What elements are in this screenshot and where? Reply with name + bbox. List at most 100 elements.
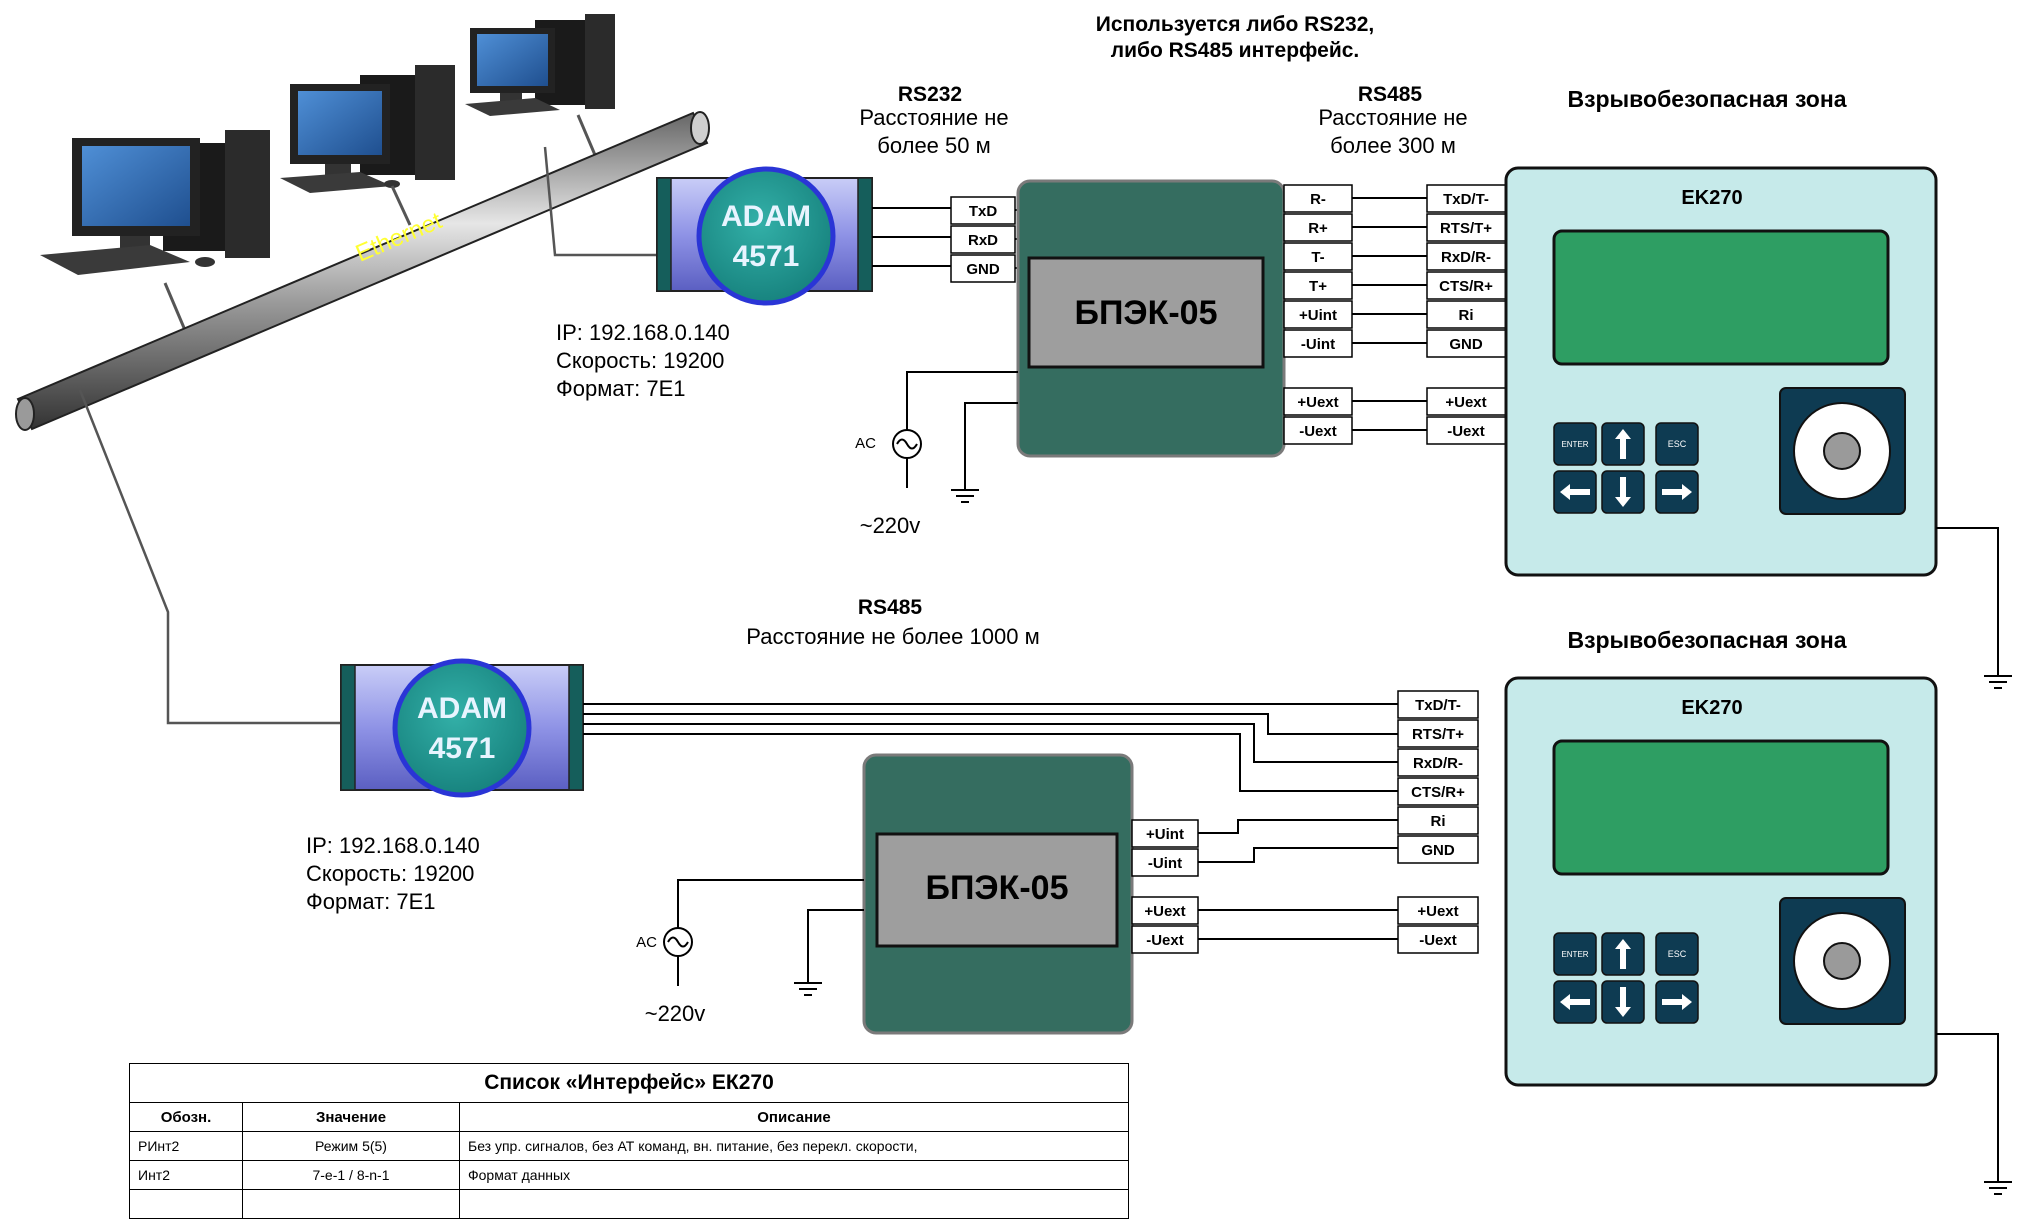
upper-zone-title: Взрывобезопасная зона (1567, 86, 1846, 112)
arrow-up-icon (1615, 429, 1631, 459)
lower-rs485-title: RS485 (858, 596, 923, 619)
upper-ek-term: GND (1449, 336, 1483, 353)
upper-bpek-term: T+ (1309, 278, 1327, 295)
table-cell: РИнт2 (129, 1131, 243, 1161)
upper-adam-speed: Скорость: 19200 (556, 348, 724, 373)
upper-ek-title: EK270 (1681, 187, 1742, 209)
arrow-right-icon (1662, 484, 1692, 500)
upper-adam-line1: ADAM (721, 200, 811, 233)
lower-adam-line2: 4571 (429, 732, 496, 765)
arrow-right-icon (1662, 994, 1692, 1010)
lower-ac-label: AC (636, 934, 657, 951)
arrow-left-icon (1560, 484, 1590, 500)
upper-rs485-title: RS485 (1358, 83, 1423, 106)
lower-rs485-wires (583, 703, 1398, 792)
ethernet-cable (15, 111, 710, 431)
computer-middle (280, 65, 455, 193)
upper-rs232-title: RS232 (898, 83, 962, 106)
lower-adam-speed: Скорость: 19200 (306, 861, 474, 886)
upper-ek-term: TxD/T- (1443, 191, 1489, 208)
table-cell: Инт2 (129, 1160, 243, 1190)
upper-voltage-label: ~220v (860, 513, 921, 538)
upper-ek-term: RxD/R- (1441, 249, 1491, 266)
lower-zone-title: Взрывобезопасная зона (1567, 627, 1846, 653)
lower-ek-term: -Uext (1419, 932, 1457, 949)
upper-rs232-line2: более 50 м (877, 133, 990, 158)
lower-esc-key: ESC (1668, 949, 1687, 959)
upper-ek-term: Ri (1459, 307, 1474, 324)
upper-adam-terminals (950, 196, 1016, 283)
arrow-down-icon (1615, 987, 1631, 1017)
table-cell: 7-e-1 / 8-n-1 (242, 1160, 460, 1190)
lower-adam-module (340, 658, 584, 798)
arrow-down-icon (1615, 477, 1631, 507)
lower-ek-term: RTS/T+ (1412, 726, 1464, 743)
lower-ek-term: CTS/R+ (1411, 784, 1465, 801)
upper-wires (1352, 197, 1427, 431)
table-header: Обозн. (129, 1102, 243, 1132)
upper-keypad (1553, 422, 1699, 514)
lower-adam-ip: IP: 192.168.0.140 (306, 833, 480, 858)
lower-ground-icon (794, 909, 864, 996)
upper-ek-term: CTS/R+ (1439, 278, 1493, 295)
header-note-line2: либо RS485 интерфейс. (1111, 39, 1360, 62)
upper-esc-key: ESC (1668, 439, 1687, 449)
table-row (129, 1189, 1129, 1219)
upper-ek-term: +Uext (1445, 394, 1486, 411)
computer-right (465, 14, 615, 116)
lower-ek-title: EK270 (1681, 697, 1742, 719)
upper-bpek-term: -Uint (1301, 336, 1335, 353)
upper-bpek-term: +Uext (1297, 394, 1338, 411)
arrow-up-icon (1615, 939, 1631, 969)
arrow-left-icon (1560, 994, 1590, 1010)
upper-ek-term: -Uext (1447, 423, 1485, 440)
upper-ac-label: AC (855, 435, 876, 452)
upper-bpek-label: БПЭК-05 (1075, 294, 1218, 332)
lower-enter-key: ENTER (1561, 950, 1588, 959)
upper-ground-icon (951, 402, 1018, 503)
table-title: Список «Интерфейс» ЕК270 (129, 1063, 1129, 1103)
lower-power-wires (1198, 819, 1398, 940)
table-header: Значение (242, 1102, 460, 1132)
interface-table: Список «Интерфейс» ЕК270 Обозн. Значение… (129, 1063, 1129, 1219)
upper-adam-line2: 4571 (733, 240, 800, 273)
header-note-line1: Используется либо RS232, (1096, 13, 1374, 36)
lower-adam-format: Формат: 7E1 (306, 889, 436, 914)
upper-ek-terminals (1426, 184, 1507, 445)
table-cell: Формат данных (459, 1160, 1129, 1190)
lower-ek-term: TxD/T- (1415, 697, 1461, 714)
upper-adam-module (656, 166, 873, 306)
lower-voltage-label: ~220v (645, 1001, 706, 1026)
lower-bpek-term: +Uint (1146, 826, 1184, 843)
lower-bpek-label: БПЭК-05 (926, 869, 1069, 907)
upper-bpek-term: R- (1310, 191, 1326, 208)
lower-ek-term: +Uext (1417, 903, 1458, 920)
lower-ek-terminals (1397, 690, 1479, 954)
table-cell: Без упр. сигналов, без АТ команд, вн. пи… (459, 1131, 1129, 1161)
lower-bpek-terminals (1131, 819, 1199, 954)
lower-bpek-term: +Uext (1144, 903, 1185, 920)
upper-adam-term-rxd: RxD (968, 232, 998, 249)
upper-adam-term-gnd: GND (966, 261, 1000, 278)
upper-adam-term-txd: TxD (969, 203, 998, 220)
upper-enter-key: ENTER (1561, 440, 1588, 449)
table-header: Описание (459, 1102, 1129, 1132)
lower-device-ground-icon (1936, 1033, 2012, 1195)
upper-bpek-term: T- (1311, 249, 1324, 266)
upper-ek-term: RTS/T+ (1440, 220, 1492, 237)
lower-bpek-term: -Uint (1148, 855, 1182, 872)
lower-bpek-box (862, 753, 1134, 1035)
upper-bpek-term: -Uext (1299, 423, 1337, 440)
lower-ek270-device (1504, 676, 1938, 1087)
lower-bpek-term: -Uext (1146, 932, 1184, 949)
upper-adam-ip: IP: 192.168.0.140 (556, 320, 730, 345)
upper-bpek-box (1016, 179, 1286, 458)
upper-rs232-line1: Расстояние не (859, 105, 1008, 130)
upper-adam-format: Формат: 7E1 (556, 376, 686, 401)
upper-bpek-term: R+ (1308, 220, 1328, 237)
upper-device-ground-icon (1936, 527, 2012, 689)
upper-rs485-line1: Расстояние не (1318, 105, 1467, 130)
computer-left (40, 130, 270, 275)
lower-adam-line1: ADAM (417, 692, 507, 725)
